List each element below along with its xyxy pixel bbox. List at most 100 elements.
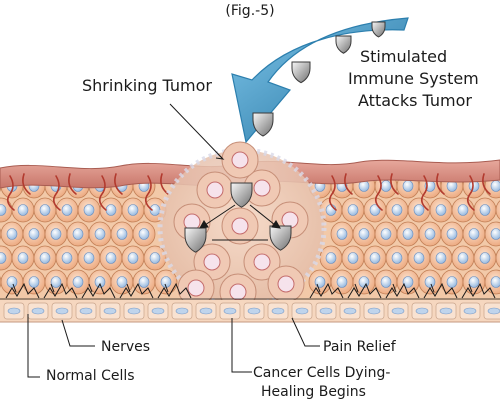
basal-nucleus xyxy=(223,307,237,315)
basal-nucleus xyxy=(151,307,165,315)
cell-nucleus xyxy=(479,252,491,264)
blood-vessels xyxy=(6,173,491,211)
immune-cell-icon xyxy=(252,112,274,137)
attack-direction-arrows xyxy=(199,204,281,241)
cell-nucleus xyxy=(490,180,500,192)
basal-nucleus xyxy=(271,307,285,315)
pain-relief-label: Pain Relief xyxy=(323,339,396,355)
cell-nucleus xyxy=(369,204,381,216)
tumor-cell-nucleus xyxy=(253,179,271,197)
tumor-cell-nucleus xyxy=(277,275,295,293)
cell-nucleus xyxy=(17,252,29,264)
tumor-cell-nucleus xyxy=(203,253,221,271)
cell-nucleus xyxy=(127,252,139,264)
basal-nucleus xyxy=(199,307,213,315)
figure-label: (Fig.-5) xyxy=(225,3,275,19)
basal-nucleus xyxy=(127,307,141,315)
basal-nucleus xyxy=(391,307,405,315)
nerve-fiber xyxy=(423,282,458,299)
cell-nucleus xyxy=(314,276,326,288)
immune-cell-icon xyxy=(184,227,207,253)
cancer-label-line2: Healing Begins xyxy=(261,384,366,400)
cell-nucleus xyxy=(347,252,359,264)
cell-nucleus xyxy=(402,228,414,240)
immune-cells xyxy=(184,21,386,253)
nerve-fiber xyxy=(385,282,420,299)
immune-cell-icon xyxy=(291,61,311,84)
immune-attack-arrow xyxy=(231,17,409,144)
normal-cells-label: Normal Cells xyxy=(46,368,135,384)
cell-nucleus xyxy=(94,228,106,240)
blood-vessel xyxy=(466,173,491,211)
nerve-fiber xyxy=(347,282,382,299)
cell-nucleus xyxy=(446,228,458,240)
cell-nucleus xyxy=(0,204,7,216)
cell-nucleus xyxy=(105,252,117,264)
basal-nucleus xyxy=(343,307,357,315)
basal-nucleus xyxy=(295,307,309,315)
normal-cell xyxy=(495,248,500,268)
cell-nucleus xyxy=(457,252,469,264)
basal-nucleus xyxy=(247,307,261,315)
basal-nucleus xyxy=(463,307,477,315)
cell-nucleus xyxy=(424,276,436,288)
cell-nucleus xyxy=(358,228,370,240)
nerve-fiber xyxy=(5,282,40,299)
blood-vessel xyxy=(52,173,77,211)
blood-vessel xyxy=(374,173,399,211)
cell-nucleus xyxy=(336,276,348,288)
basal-nucleus xyxy=(415,307,429,315)
basal-nucleus xyxy=(55,307,69,315)
cell-nucleus xyxy=(358,276,370,288)
cell-nucleus xyxy=(391,204,403,216)
basal-nucleus xyxy=(487,307,500,315)
basal-nucleus xyxy=(175,307,189,315)
cell-nucleus xyxy=(490,276,500,288)
cell-nucleus xyxy=(446,276,458,288)
basal-nucleus xyxy=(367,307,381,315)
cell-nucleus xyxy=(413,252,425,264)
basal-nucleus xyxy=(7,307,21,315)
nerve-fiber xyxy=(43,282,78,299)
cell-nucleus xyxy=(61,204,73,216)
basal-nucleus xyxy=(439,307,453,315)
blood-vessel xyxy=(420,173,445,211)
cell-nucleus xyxy=(72,276,84,288)
cell-nucleus xyxy=(468,276,480,288)
blood-vessel xyxy=(6,173,31,211)
tumor-cell-nucleus xyxy=(231,151,249,169)
immune-cell-icon xyxy=(230,182,253,208)
cell-nucleus xyxy=(490,228,500,240)
cell-nucleus xyxy=(347,204,359,216)
basal-cells xyxy=(3,302,500,320)
cell-nucleus xyxy=(94,276,106,288)
cell-nucleus xyxy=(325,204,337,216)
cell-nucleus xyxy=(380,276,392,288)
cell-nucleus xyxy=(149,252,161,264)
cell-nucleus xyxy=(380,180,392,192)
leader-lines xyxy=(27,103,320,378)
cell-nucleus xyxy=(435,252,447,264)
cell-nucleus xyxy=(369,252,381,264)
basal-nucleus xyxy=(319,307,333,315)
normal-cells-group xyxy=(0,173,500,295)
cell-nucleus xyxy=(435,204,447,216)
blood-vessel xyxy=(98,173,123,211)
nerve-fiber xyxy=(157,282,192,299)
shrinking-tumor-label: Shrinking Tumor xyxy=(82,76,212,95)
tumor-cell-nucleus xyxy=(231,217,249,235)
cell-nucleus xyxy=(336,228,348,240)
nerve-fiber xyxy=(461,282,496,299)
cell-nucleus xyxy=(6,276,18,288)
immune-system-label: Stimulated Immune System Attacks Tumor xyxy=(348,46,479,112)
immune-cell-icon xyxy=(371,21,386,38)
nerves-network xyxy=(0,282,500,300)
cell-nucleus xyxy=(39,252,51,264)
cell-nucleus xyxy=(17,204,29,216)
cell-nucleus xyxy=(479,204,491,216)
cell-nucleus xyxy=(6,228,18,240)
cell-nucleus xyxy=(28,228,40,240)
nerve-fiber xyxy=(81,282,116,299)
